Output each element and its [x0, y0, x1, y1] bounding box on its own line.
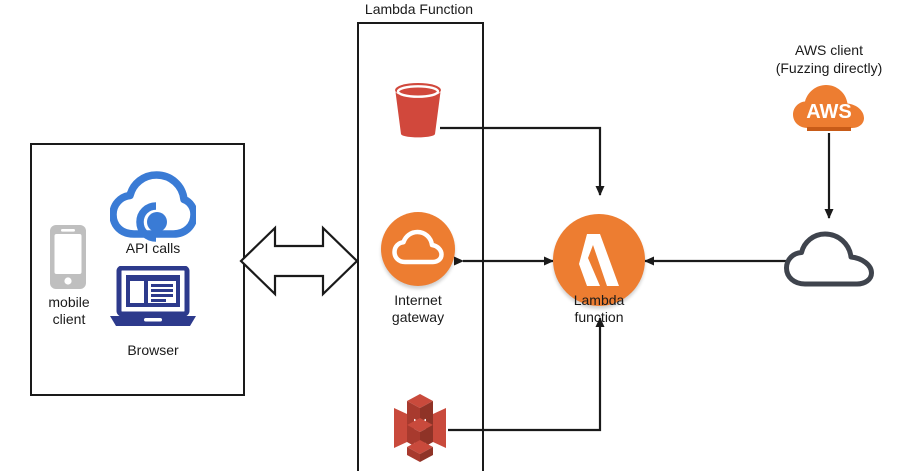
- api-calls-label: API calls: [125, 240, 181, 256]
- browser-label: Browser: [127, 342, 179, 358]
- s3-bucket-icon: [395, 83, 441, 138]
- api-cloud-icon: [110, 171, 196, 242]
- aws-cube-datastore-icon: [394, 394, 446, 462]
- internet-cloud-outline-icon: [784, 231, 874, 287]
- lambda-function-label: Lambda function: [573, 292, 625, 325]
- mobile-phone-icon: [50, 225, 86, 289]
- aws-cloud-logo-icon: AWS: [793, 85, 864, 131]
- lambda-function-group-label: Lambda Function: [364, 1, 474, 17]
- client-to-lambda-double-arrow: [239, 225, 359, 297]
- internet-gateway-cloud-icon: [381, 212, 455, 286]
- aws-client-title-line1: AWS client: [795, 42, 863, 58]
- lambda-symbol-icon: [553, 214, 645, 306]
- laptop-browser-icon: [110, 266, 196, 326]
- internet-gateway-label: Internet gateway: [391, 292, 445, 325]
- aws-logo-text: AWS: [806, 101, 852, 123]
- mobile-client-label: mobile client: [48, 294, 90, 327]
- aws-client-title-line2: (Fuzzing directly): [775, 60, 883, 76]
